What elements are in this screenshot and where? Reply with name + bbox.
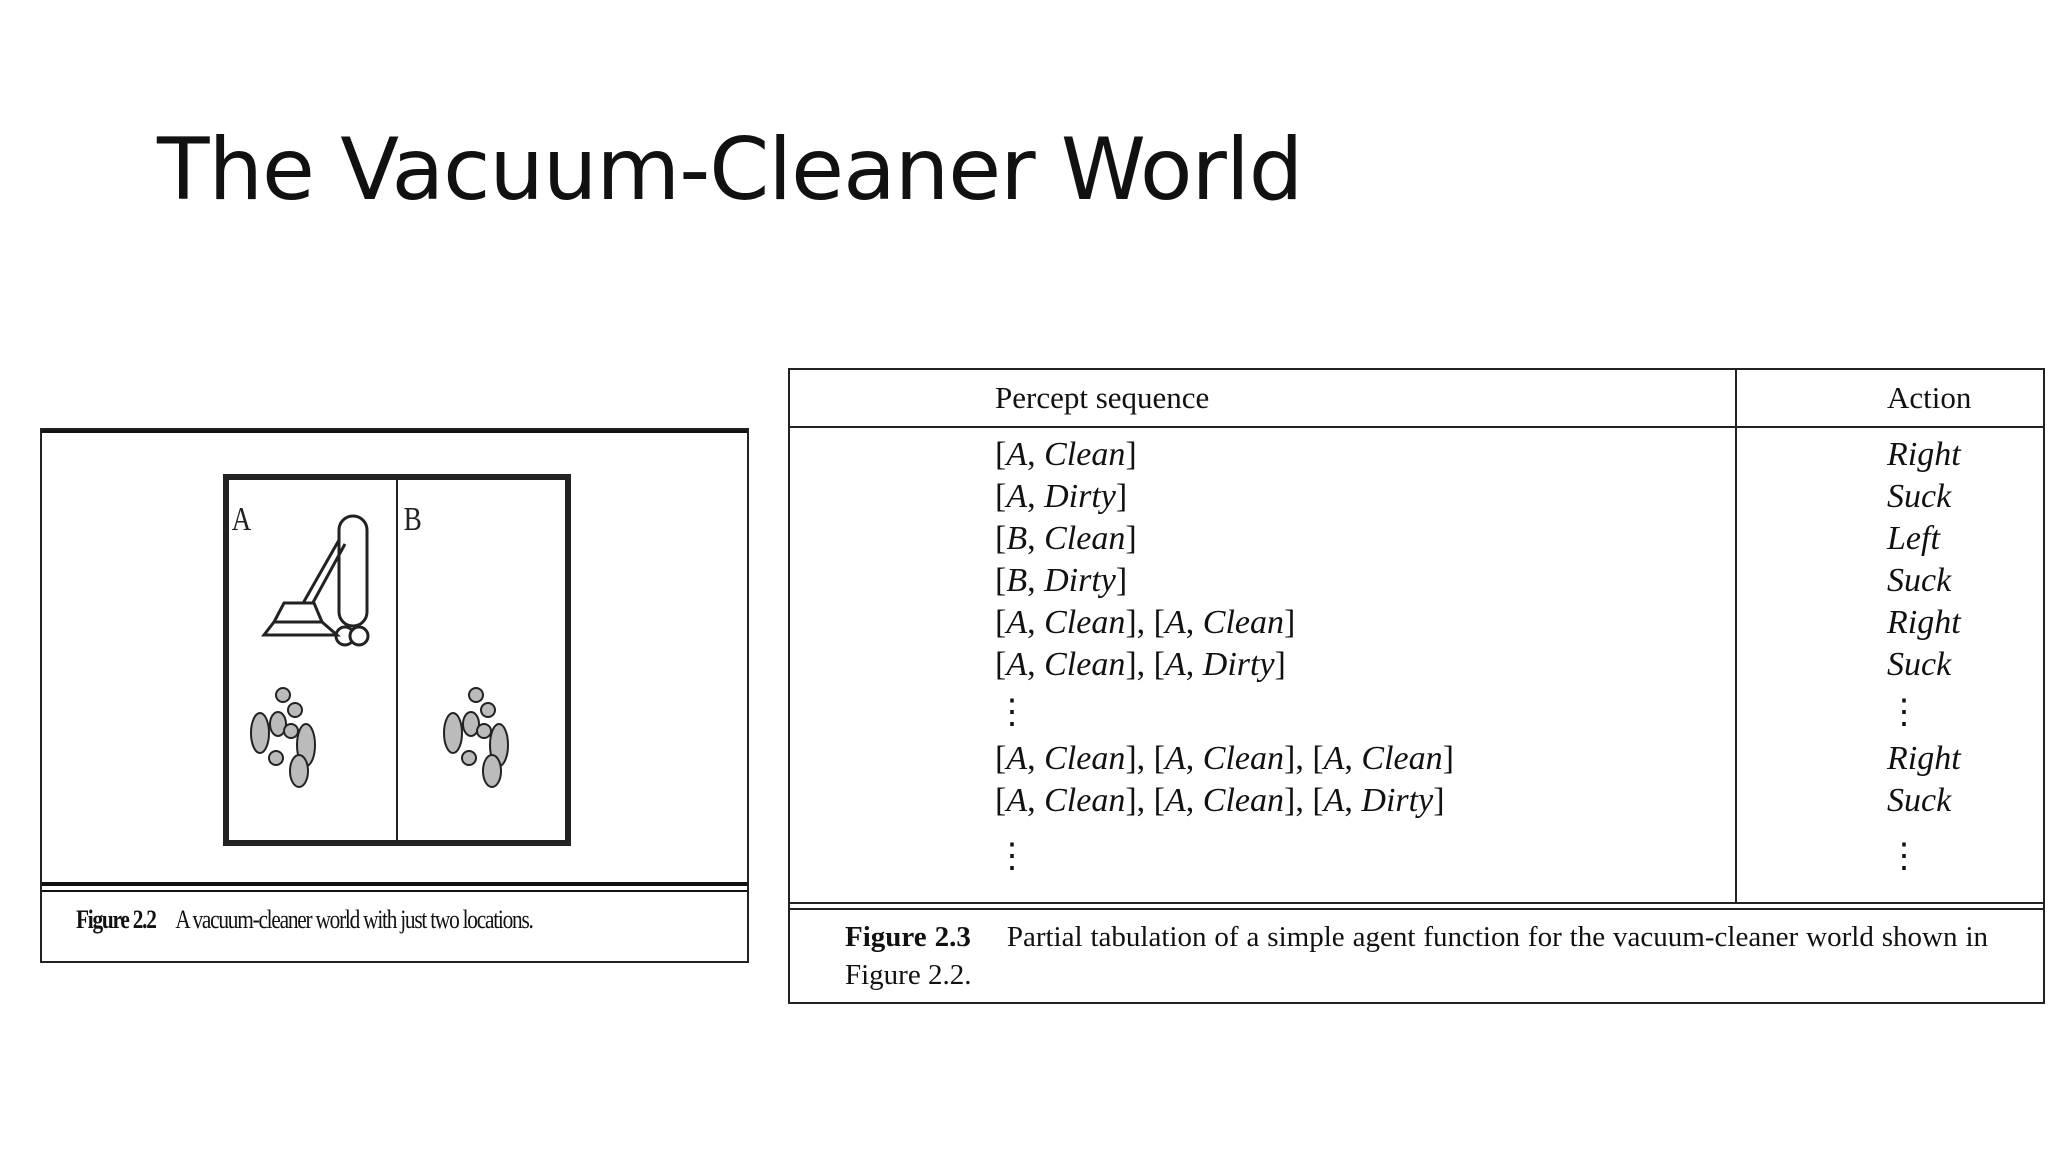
percept-cell: [B, Dirty] — [995, 562, 1128, 599]
table-row: [B, Clean] Left — [790, 520, 2043, 562]
action-cell: Suck — [1887, 782, 1952, 819]
figure-separator — [42, 890, 747, 892]
percept-cell: ⋮ — [995, 838, 1029, 875]
figure-label: Figure 2.2 — [76, 905, 157, 934]
action-cell: Suck — [1887, 646, 1952, 683]
table-row: [A, Clean], [A, Clean], [A, Clean] Right — [790, 740, 2043, 782]
figure-2-3: Percept sequence Action [A, Clean] Right… — [788, 368, 2045, 1004]
table-bottom-rule — [790, 908, 2043, 910]
action-cell: ⋮ — [1887, 694, 1921, 731]
percept-cell: ⋮ — [995, 694, 1029, 731]
caption-text: Partial tabulation of a simple agent fun… — [845, 921, 1988, 991]
table-row: [A, Clean], [A, Dirty] Suck — [790, 646, 2043, 688]
header-rule — [790, 426, 2043, 428]
action-cell: Right — [1887, 604, 1961, 641]
table-row: ⋮ ⋮ — [790, 692, 2043, 734]
table-row: ⋮ ⋮ — [790, 836, 2043, 878]
percept-cell: [A, Clean] — [995, 436, 1137, 473]
action-cell: Right — [1887, 740, 1961, 777]
table-row: [A, Clean], [A, Clean], [A, Dirty] Suck — [790, 782, 2043, 824]
table-bottom-rule — [790, 902, 2043, 904]
header-action: Action — [1887, 380, 1972, 415]
action-cell: Suck — [1887, 478, 1952, 515]
percept-cell: [A, Clean], [A, Clean], [A, Clean] — [995, 740, 1454, 777]
dirt-a-icon — [250, 687, 316, 788]
table-row: [A, Dirty] Suck — [790, 478, 2043, 520]
action-cell: ⋮ — [1887, 838, 1921, 875]
location-b-label: B — [404, 500, 422, 538]
action-cell: Left — [1887, 520, 1940, 557]
column-divider — [1735, 370, 1737, 902]
figure-separator — [42, 882, 747, 886]
action-cell: Suck — [1887, 562, 1952, 599]
percept-cell: [A, Clean], [A, Clean] — [995, 604, 1296, 641]
table-row: [B, Dirty] Suck — [790, 562, 2043, 604]
header-percept-sequence: Percept sequence — [995, 380, 1210, 415]
figure-2-2: A B — [40, 428, 749, 963]
figure-2-2-caption: Figure 2.2 A vacuum-cleaner world with ju… — [76, 905, 534, 935]
vacuum-world-illustration: A B — [223, 474, 571, 846]
location-a-label: A — [232, 500, 252, 538]
caption-text: A vacuum-cleaner world with just two loc… — [175, 905, 533, 934]
percept-cell: [A, Clean], [A, Dirty] — [995, 646, 1286, 683]
dirt-b-icon — [443, 687, 509, 788]
figure-top-rule — [42, 430, 747, 433]
action-cell: Right — [1887, 436, 1961, 473]
percept-cell: [B, Clean] — [995, 520, 1137, 557]
slide-title: The Vacuum-Cleaner World — [157, 120, 1303, 220]
percept-cell: [A, Dirty] — [995, 478, 1128, 515]
table-row: [A, Clean] Right — [790, 436, 2043, 478]
vacuum-cleaner-icon — [260, 514, 370, 647]
percept-cell: [A, Clean], [A, Clean], [A, Dirty] — [995, 782, 1445, 819]
table-row: [A, Clean], [A, Clean] Right — [790, 604, 2043, 646]
figure-label: Figure 2.3 — [845, 921, 971, 953]
